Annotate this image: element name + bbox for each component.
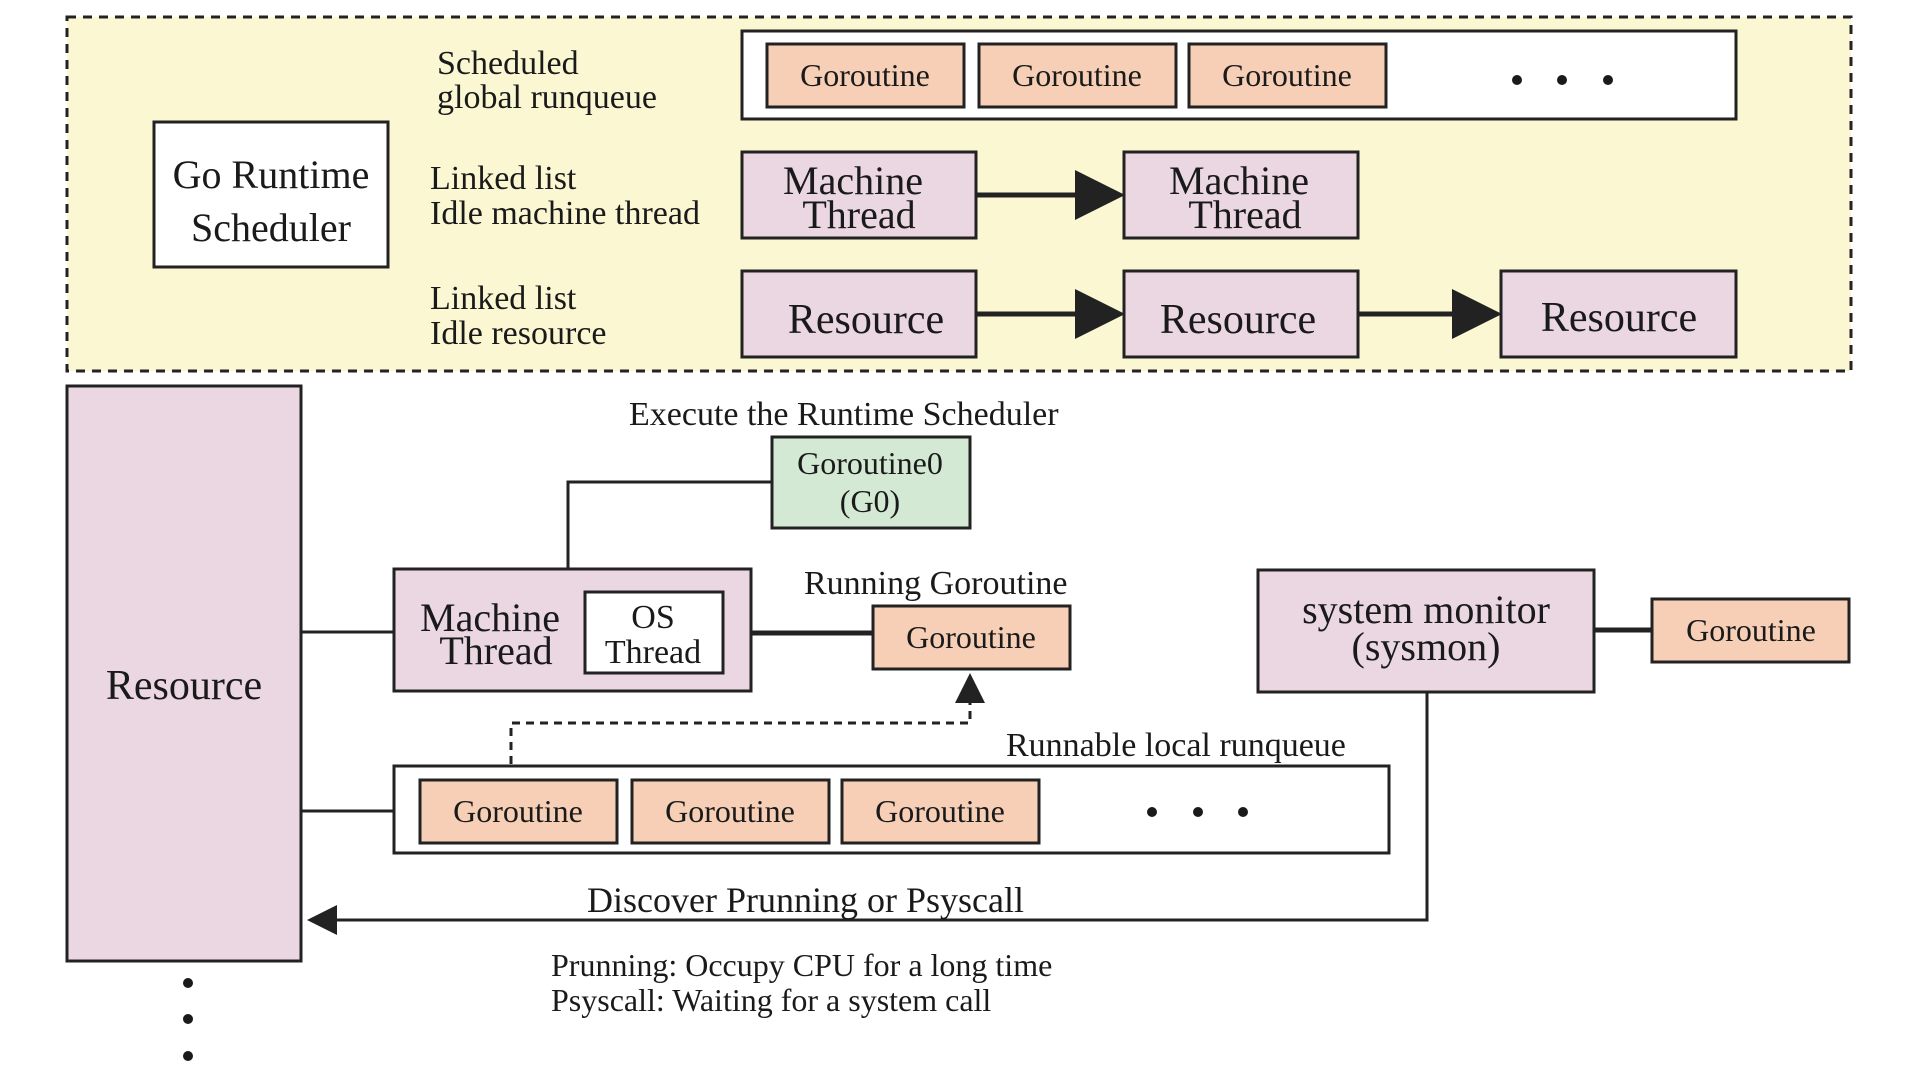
idle-machine-thread: Machine Thread [740, 150, 978, 240]
svg-text:Goroutine: Goroutine [906, 619, 1036, 655]
global-runqueue-goroutine: Goroutine [765, 42, 966, 109]
global-runqueue-goroutine: Goroutine [977, 42, 1178, 109]
g0-caption: Execute the Runtime Scheduler [629, 396, 1059, 433]
svg-text:Goroutine: Goroutine [800, 57, 930, 93]
local-runqueue-caption: Runnable local runqueue [1006, 727, 1346, 764]
global-runqueue-label-line2: global runqueue [437, 79, 657, 116]
scheduler-title-line2: Scheduler [191, 205, 351, 250]
os-thread-box: OS Thread [583, 590, 725, 675]
svg-text:Goroutine: Goroutine [453, 793, 583, 829]
discover-note-line2: Psyscall: Waiting for a system call [551, 982, 991, 1018]
dispatch-dashed-arrow [509, 673, 985, 764]
svg-text:Thread: Thread [1188, 192, 1301, 237]
svg-text:Thread: Thread [802, 192, 915, 237]
svg-text:Thread: Thread [605, 634, 701, 671]
local-runqueue-goroutine: Goroutine [840, 778, 1041, 845]
local-runqueue-goroutine: Goroutine [630, 778, 831, 845]
sysmon-goroutine: Goroutine [1650, 597, 1851, 664]
global-runqueue-goroutine: Goroutine [1187, 42, 1388, 109]
running-caption: Running Goroutine [804, 565, 1067, 602]
resource-label: Resource [106, 663, 262, 709]
idle-resource-label-line1: Linked list [430, 280, 577, 317]
svg-text:Goroutine: Goroutine [665, 793, 795, 829]
g0-connector [566, 480, 772, 569]
svg-text:Goroutine: Goroutine [1222, 57, 1352, 93]
go-runtime-scheduler-box: Go Runtime Scheduler [152, 120, 390, 269]
resource-box: Resource [65, 384, 303, 963]
sysmon-box: system monitor (sysmon) [1256, 568, 1596, 694]
svg-text:(sysmon): (sysmon) [1352, 624, 1501, 669]
scheduler-title-line1: Go Runtime [173, 152, 370, 197]
ellipsis-icon [1512, 75, 1613, 85]
global-scheduler-panel: Go Runtime Scheduler Scheduled global ru… [65, 15, 1853, 373]
vertical-ellipsis-icon [183, 978, 193, 1061]
running-goroutine: Goroutine [871, 604, 1072, 671]
svg-text:Goroutine: Goroutine [1012, 57, 1142, 93]
svg-text:system monitor: system monitor [1302, 587, 1550, 632]
svg-text:Goroutine: Goroutine [875, 793, 1005, 829]
svg-text:OS: OS [631, 599, 674, 636]
svg-text:Goroutine: Goroutine [1686, 612, 1816, 648]
ellipsis-icon [1147, 807, 1248, 817]
idle-machine-thread: Machine Thread [1122, 150, 1360, 240]
idle-resource: Resource [1499, 269, 1738, 359]
svg-text:Resource: Resource [1541, 295, 1697, 341]
svg-text:Machine: Machine [420, 595, 560, 640]
global-runqueue-label-line1: Scheduled [437, 45, 579, 82]
local-runqueue-goroutine: Goroutine [418, 778, 619, 845]
resource-detail-section: Resource Execute the Runtime Scheduler G… [65, 384, 1851, 1061]
svg-text:Thread: Thread [439, 628, 552, 673]
idle-resource: Resource [1122, 269, 1360, 359]
svg-text:(G0): (G0) [840, 483, 900, 519]
discover-arrow [307, 692, 1429, 935]
idle-resource-label-line2: Idle resource [430, 315, 607, 352]
goroutine0-box: Goroutine0 (G0) [770, 435, 972, 530]
idle-resource: Resource [740, 269, 978, 359]
svg-text:Machine: Machine [783, 158, 923, 203]
svg-text:Resource: Resource [1160, 297, 1316, 343]
discover-note-line1: Prunning: Occupy CPU for a long time [551, 947, 1052, 983]
discover-label: Discover Prunning or Psyscall [587, 880, 1024, 920]
svg-text:Goroutine0: Goroutine0 [797, 445, 943, 481]
idle-machine-label-line1: Linked list [430, 160, 577, 197]
idle-machine-label-line2: Idle machine thread [430, 195, 700, 232]
svg-text:Machine: Machine [1169, 158, 1309, 203]
svg-text:Resource: Resource [788, 297, 944, 343]
